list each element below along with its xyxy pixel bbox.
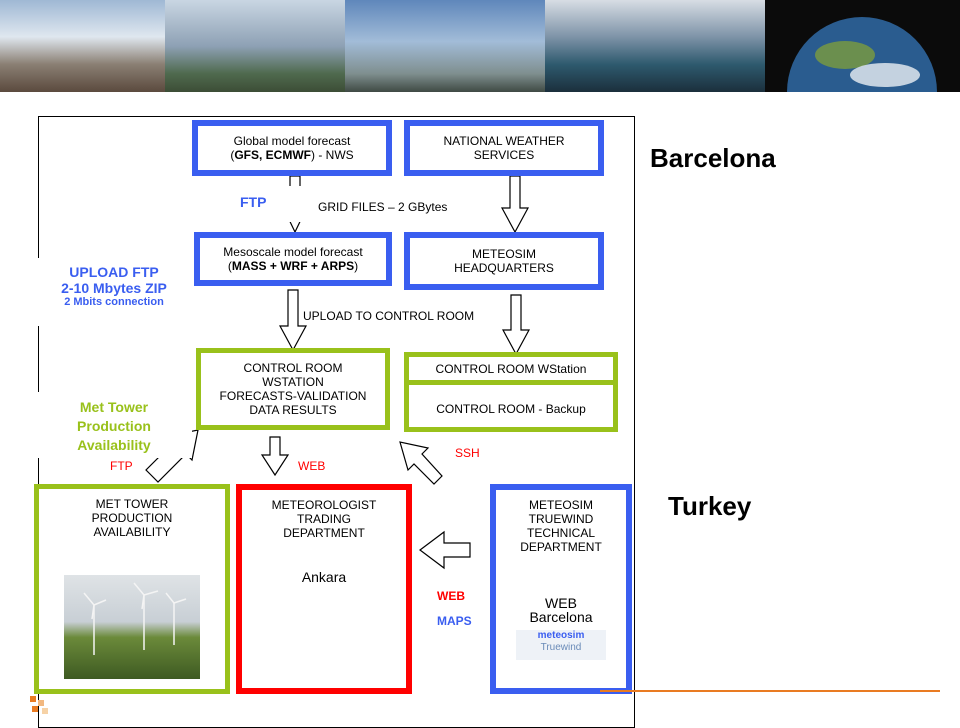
city-label: Ankara: [301, 569, 347, 585]
web-label: WEB: [545, 595, 577, 611]
met-tower-label: Met Tower: [79, 399, 149, 415]
box-text-bold: GFS, ECMWF: [234, 148, 311, 162]
national-weather-services-box: NATIONAL WEATHER SERVICES: [404, 120, 604, 176]
ssh-label: SSH: [455, 446, 480, 460]
upload-ftp-label: UPLOAD FTP: [69, 264, 159, 280]
ocean-wave-photo: [545, 0, 765, 92]
box-text: (: [227, 259, 232, 273]
meteosim-technical-box: METEOSIM TRUEWIND TECHNICAL DEPARTMENT W…: [490, 484, 632, 694]
arrow-down-icon: [501, 294, 531, 356]
wind-turbine-icon: [83, 582, 187, 655]
factory-smoke-photo: [345, 0, 545, 92]
turkey-label: Turkey: [668, 491, 752, 521]
box-line: DEPARTMENT: [520, 540, 602, 554]
box-line: CONTROL ROOM: [243, 361, 343, 375]
meteosim-headquarters-box: METEOSIM HEADQUARTERS: [404, 232, 604, 290]
box-line: DEPARTMENT: [283, 526, 365, 540]
ftp-bottom-label: FTP: [110, 459, 133, 473]
footer-logo-icon: [30, 696, 50, 716]
web-red-label: WEB: [437, 589, 465, 603]
control-room-box: CONTROL ROOM WSTATION FORECASTS-VALIDATI…: [196, 348, 390, 430]
maps-label: MAPS: [437, 614, 472, 628]
control-room-backup-box: CONTROL ROOM - Backup: [409, 390, 613, 427]
pixel-logo-icon: [30, 696, 48, 714]
logo-text: meteosim: [537, 630, 585, 641]
arrow-down-icon: [278, 289, 308, 352]
global-model-forecast-box: Global model forecast (GFS, ECMWF) - NWS: [192, 120, 392, 176]
arrow-down-icon: [260, 436, 290, 477]
barcelona-label: Barcelona: [650, 143, 776, 173]
box-line: METEOSIM: [528, 498, 593, 512]
box-line: METEOSIM: [471, 247, 536, 261]
box-line: METEOROLOGIST: [271, 498, 377, 512]
box-line: DATA RESULTS: [249, 403, 337, 417]
grid-files-label: GRID FILES – 2 GBytes: [318, 200, 448, 214]
wind-turbines-photo: [165, 0, 345, 92]
mountain-photo: [0, 0, 165, 92]
box-text: ) - NWS: [311, 148, 354, 162]
city-label: Barcelona: [529, 609, 593, 625]
meteorologist-trading-box: METEOROLOGIST TRADING DEPARTMENT Ankara: [236, 484, 412, 694]
box-line: TRADING: [297, 512, 351, 526]
upload-control-room-label: UPLOAD TO CONTROL ROOM: [303, 309, 475, 323]
footer-accent-line: [600, 690, 940, 692]
header-banner: [0, 0, 960, 167]
box-line: SERVICES: [473, 148, 535, 162]
box-line: Mesoscale model forecast: [223, 245, 363, 259]
box-text-bold: MASS + WRF + ARPS: [231, 259, 355, 273]
box-line: TECHNICAL: [526, 526, 595, 540]
arrow-left-icon: [419, 530, 471, 570]
ftp-label-box: [180, 186, 310, 222]
box-line: CONTROL ROOM WStation: [435, 361, 587, 376]
box-line: PRODUCTION: [91, 511, 173, 525]
arrow-up-left-icon: [399, 441, 443, 485]
logo-text: Truewind: [540, 642, 582, 653]
box-text: (: [230, 148, 235, 162]
box-line: TRUEWIND: [528, 512, 594, 526]
control-room-wstation-box: CONTROL ROOM WStation: [409, 357, 613, 385]
production-label: Production: [77, 418, 151, 434]
ftp-top-label: FTP: [240, 194, 267, 210]
met-tower-label-box: Met Tower Production Availability: [36, 392, 192, 458]
box-line: NATIONAL WEATHER: [443, 134, 565, 148]
arrow-down-icon: [500, 175, 530, 234]
box-line: HEADQUARTERS: [454, 261, 554, 275]
box-text: ): [354, 259, 359, 273]
wind-farm-photo: [64, 575, 200, 679]
upload-size-label: 2-10 Mbytes ZIP: [61, 280, 167, 296]
upload-ftp-box: UPLOAD FTP 2-10 Mbytes ZIP 2 Mbits conne…: [36, 258, 192, 326]
web-mid-label: WEB: [298, 459, 326, 473]
box-line: FORECASTS-VALIDATION: [219, 389, 367, 403]
met-tower-box: MET TOWER PRODUCTION AVAILABILITY: [34, 484, 230, 694]
box-line: CONTROL ROOM - Backup: [436, 401, 586, 416]
box-line: Global model forecast: [233, 134, 351, 148]
box-line: MET TOWER: [95, 497, 169, 511]
upload-connection-label: 2 Mbits connection: [64, 296, 164, 308]
availability-label: Availability: [77, 437, 151, 453]
meteosim-logo: meteosim Truewind: [516, 630, 606, 660]
mesoscale-model-box: Mesoscale model forecast (MASS + WRF + A…: [194, 232, 392, 286]
box-line: WSTATION: [262, 375, 324, 389]
box-line: AVAILABILITY: [93, 525, 171, 539]
